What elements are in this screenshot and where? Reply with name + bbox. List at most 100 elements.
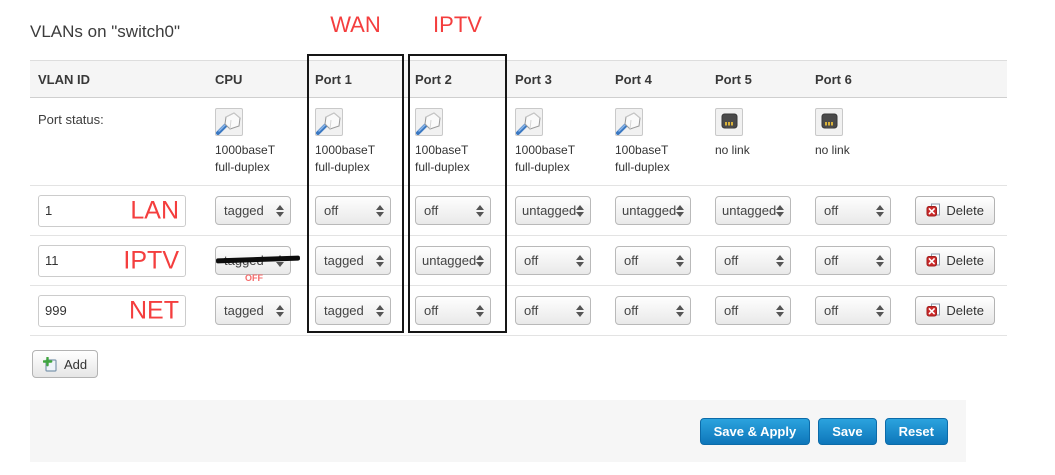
vlan-row-1: LAN tagged off off untagged untagged unt… bbox=[30, 186, 1007, 236]
select-stepper-icon bbox=[576, 304, 584, 317]
save-apply-button[interactable]: Save & Apply bbox=[699, 417, 811, 445]
ethernet-connected-icon bbox=[515, 108, 543, 136]
select-stepper-icon bbox=[576, 254, 584, 267]
select-stepper-icon bbox=[376, 304, 384, 317]
port-6-select[interactable]: off bbox=[815, 246, 891, 275]
column-header-vlan-id: VLAN ID bbox=[38, 71, 90, 87]
status-duplex: full-duplex bbox=[215, 160, 270, 174]
port-6-select[interactable]: off bbox=[815, 296, 891, 325]
port-1-select[interactable]: tagged bbox=[315, 246, 391, 275]
select-stepper-icon bbox=[276, 304, 284, 317]
column-header-port-2: Port 2 bbox=[415, 71, 452, 87]
port-1-select[interactable]: off bbox=[315, 196, 391, 225]
cpu-select[interactable]: tagged bbox=[215, 196, 291, 225]
vlan-row-11: IPTV tagged OFF tagged untagged off off … bbox=[30, 236, 1007, 286]
select-stepper-icon bbox=[776, 304, 784, 317]
add-button[interactable]: Add bbox=[32, 350, 99, 378]
column-header-cpu: CPU bbox=[215, 71, 243, 87]
port-5-select[interactable]: untagged bbox=[715, 196, 791, 225]
port-2-select[interactable]: off bbox=[415, 196, 491, 225]
port-4-select[interactable]: off bbox=[615, 296, 691, 325]
select-stepper-icon bbox=[776, 254, 784, 267]
ethernet-nolink-icon bbox=[815, 108, 843, 136]
status-duplex: full-duplex bbox=[415, 160, 470, 174]
select-stepper-icon bbox=[676, 254, 684, 267]
column-header-port-3: Port 3 bbox=[515, 71, 552, 87]
port-status-label: Port status: bbox=[38, 112, 104, 127]
port-2-select[interactable]: untagged bbox=[415, 246, 491, 275]
status-speed: 1000baseT bbox=[515, 143, 576, 157]
iptv-annotation-label: IPTV bbox=[433, 12, 482, 37]
port-status-port-2: 100baseT full-duplex bbox=[407, 98, 507, 185]
port-status-port-1: 1000baseT full-duplex bbox=[307, 98, 407, 185]
select-stepper-icon bbox=[376, 204, 384, 217]
select-stepper-icon bbox=[476, 304, 484, 317]
wan-annotation-label: WAN bbox=[330, 12, 381, 37]
cpu-select[interactable]: tagged bbox=[215, 296, 291, 325]
status-duplex: full-duplex bbox=[315, 160, 370, 174]
off-annotation-label: OFF bbox=[245, 273, 263, 283]
ethernet-connected-icon bbox=[415, 108, 443, 136]
select-stepper-icon bbox=[876, 304, 884, 317]
vlan-id-input[interactable] bbox=[38, 244, 186, 277]
delete-icon bbox=[926, 203, 941, 217]
select-stepper-icon bbox=[576, 204, 584, 217]
status-no-link: no link bbox=[715, 143, 750, 157]
port-5-select[interactable]: off bbox=[715, 296, 791, 325]
select-stepper-icon bbox=[276, 204, 284, 217]
delete-icon bbox=[926, 303, 941, 317]
status-speed: 100baseT bbox=[415, 143, 469, 157]
column-header-port-5: Port 5 bbox=[715, 71, 752, 87]
page-title: VLANs on "switch0" bbox=[30, 22, 181, 41]
port-3-select[interactable]: untagged bbox=[515, 196, 591, 225]
port-3-select[interactable]: off bbox=[515, 246, 591, 275]
select-stepper-icon bbox=[476, 204, 484, 217]
add-icon bbox=[43, 356, 58, 372]
ethernet-nolink-icon bbox=[715, 108, 743, 136]
column-header-port-4: Port 4 bbox=[615, 71, 652, 87]
select-stepper-icon bbox=[776, 204, 784, 217]
port-3-select[interactable]: off bbox=[515, 296, 591, 325]
vlan-table: VLAN ID CPU Port 1 Port 2 Port 3 Port 4 … bbox=[30, 60, 1007, 336]
column-header-port-6: Port 6 bbox=[815, 71, 852, 87]
vlan-id-input[interactable] bbox=[38, 294, 186, 327]
status-speed: 1000baseT bbox=[315, 143, 376, 157]
port-status-cpu: 1000baseT full-duplex bbox=[207, 98, 307, 185]
select-stepper-icon bbox=[876, 254, 884, 267]
port-status-port-3: 1000baseT full-duplex bbox=[507, 98, 607, 185]
select-stepper-icon bbox=[376, 254, 384, 267]
vlan-row-999: NET tagged tagged off off off off off De… bbox=[30, 286, 1007, 336]
column-header-port-1: Port 1 bbox=[315, 71, 352, 87]
port-status-port-6: no link bbox=[807, 98, 907, 185]
select-stepper-icon bbox=[676, 204, 684, 217]
status-duplex: full-duplex bbox=[515, 160, 570, 174]
status-duplex: full-duplex bbox=[615, 160, 670, 174]
port-6-select[interactable]: off bbox=[815, 196, 891, 225]
ethernet-connected-icon bbox=[615, 108, 643, 136]
ethernet-connected-icon bbox=[315, 108, 343, 136]
vlan-id-input[interactable] bbox=[38, 194, 186, 227]
select-stepper-icon bbox=[876, 204, 884, 217]
port-5-select[interactable]: off bbox=[715, 246, 791, 275]
port-status-port-4: 100baseT full-duplex bbox=[607, 98, 707, 185]
status-speed: 100baseT bbox=[615, 143, 669, 157]
ethernet-connected-icon bbox=[215, 108, 243, 136]
port-1-select[interactable]: tagged bbox=[315, 296, 391, 325]
port-status-actions bbox=[907, 98, 1007, 185]
save-button[interactable]: Save bbox=[818, 417, 877, 445]
delete-button[interactable]: Delete bbox=[915, 196, 995, 225]
select-stepper-icon bbox=[476, 254, 484, 267]
port-4-select[interactable]: off bbox=[615, 246, 691, 275]
status-speed: 1000baseT bbox=[215, 143, 276, 157]
status-no-link: no link bbox=[815, 143, 850, 157]
delete-icon bbox=[926, 253, 941, 267]
table-header-row: VLAN ID CPU Port 1 Port 2 Port 3 Port 4 … bbox=[30, 61, 1007, 98]
port-4-select[interactable]: untagged bbox=[615, 196, 691, 225]
port-status-row: Port status: 1000baseT full-duplex 1000b… bbox=[30, 98, 1007, 186]
delete-button[interactable]: Delete bbox=[915, 246, 995, 275]
port-2-select[interactable]: off bbox=[415, 296, 491, 325]
reset-button[interactable]: Reset bbox=[884, 417, 948, 445]
footer-action-bar: Save & Apply Save Reset bbox=[30, 400, 966, 462]
delete-button[interactable]: Delete bbox=[915, 296, 995, 325]
